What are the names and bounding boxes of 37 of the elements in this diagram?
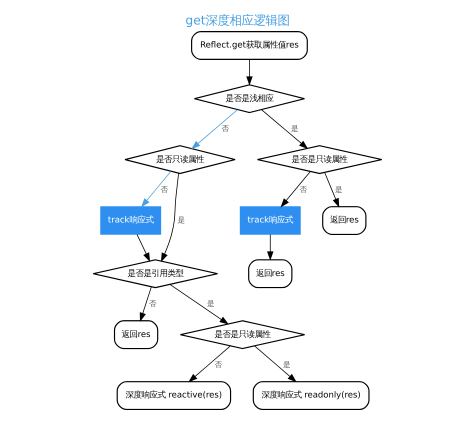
arrow [260, 109, 308, 150]
node-box: track响应式 [239, 206, 300, 235]
arrow [188, 346, 230, 382]
edge-label: 是 [177, 215, 186, 224]
node-box: 返回res [322, 206, 366, 235]
edge-label: 否 [148, 299, 157, 308]
arrow [160, 172, 178, 262]
edge-label: 否 [221, 124, 230, 134]
edge-label: 否 [298, 184, 307, 194]
arrow [246, 59, 252, 86]
arrow [324, 172, 339, 208]
node-diamond: 是否是只读属性 [179, 320, 305, 350]
node-box: 返回res [248, 259, 292, 288]
edge-label: 否 [214, 360, 222, 370]
edge-label: 否 [160, 184, 168, 194]
node-diamond: 是否是浅相应 [193, 84, 305, 114]
node-box: 深度响应式 readonly(res) [252, 381, 370, 410]
diagram-title: get深度相应逻辑图 [184, 14, 290, 28]
arrow [190, 109, 238, 150]
node-diamond: 是否是只读属性 [256, 145, 382, 174]
arrow [266, 234, 274, 261]
arrow [280, 171, 310, 208]
node-box: Reflect.get获取属性值res [190, 31, 308, 60]
edge-label: 是 [206, 299, 214, 308]
arrow [136, 234, 150, 262]
node-diamond: 是否是引用类型 [92, 259, 218, 288]
arrow [140, 170, 171, 208]
edge-label: 是 [334, 184, 342, 194]
node-box: 深度响应式 reactive(res) [116, 381, 231, 410]
node-box: track响应式 [100, 206, 161, 235]
edge-label: 是 [282, 360, 291, 370]
node-box: 返回res [113, 320, 158, 350]
arrow [169, 284, 228, 325]
edge-label: 是 [290, 124, 298, 134]
node-diamond: 是否只读属性 [124, 145, 236, 174]
arrow [254, 346, 296, 382]
arrow [139, 286, 152, 322]
